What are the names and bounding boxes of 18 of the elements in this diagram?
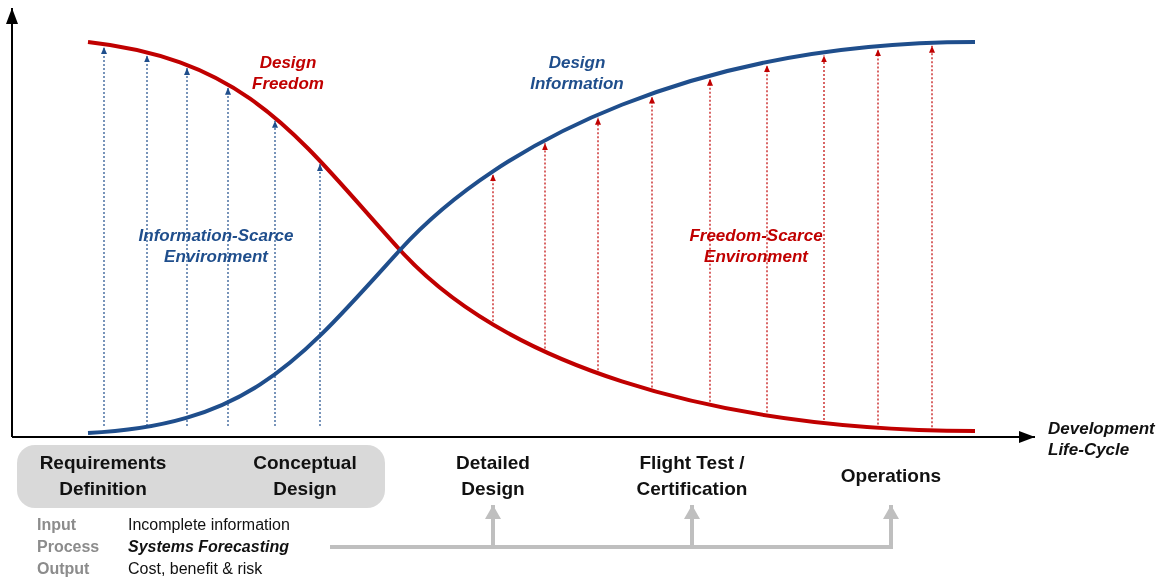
curve-label: Design Information	[529, 52, 625, 94]
process-text: Systems Forecasting	[128, 537, 289, 557]
row-header: Input	[37, 515, 78, 535]
region-label: Information-Scarce Environment	[137, 225, 295, 267]
phase-label: Operations	[810, 447, 972, 505]
phase-band	[17, 445, 385, 508]
region-label: Freedom-Scarce Environment	[688, 225, 824, 267]
phase-label: Conceptual Design	[230, 447, 380, 505]
row-header: Output	[37, 559, 91, 578]
phase-label: Detailed Design	[440, 447, 546, 505]
phase-label: Requirements Definition	[20, 447, 186, 505]
row-text: Incomplete information	[128, 515, 291, 535]
row-header: Process	[37, 537, 101, 557]
arrow	[330, 505, 899, 549]
curve-label: Design Freedom	[251, 52, 325, 94]
phase-label: Flight Test / Certification	[602, 447, 782, 505]
axis-label: Development Life-Cycle	[1048, 418, 1156, 460]
row-text: Cost, benefit & risk	[128, 559, 264, 578]
